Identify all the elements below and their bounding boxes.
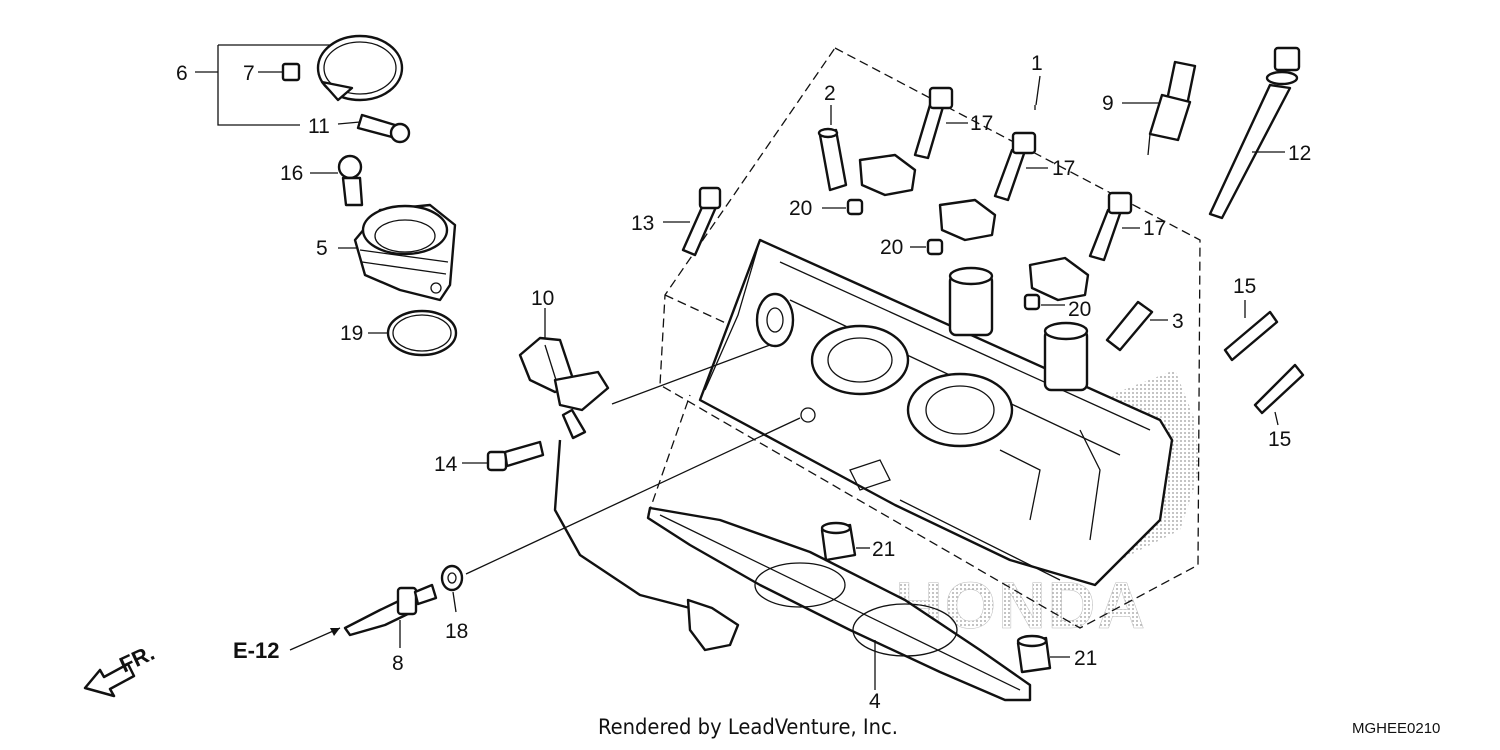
callout-1: 1 [1031, 52, 1043, 75]
dowels-21 [820, 521, 1070, 674]
rendered-by-text: Rendered by LeadVenture, Inc. [598, 715, 898, 739]
part-2-pin [817, 105, 848, 192]
dowels-20 [822, 198, 1065, 311]
diagram-code: MGHEE0210 [1352, 720, 1440, 737]
callout-labels: 1 2 3 4 5 6 7 8 9 10 11 12 13 14 15 15 1… [116, 52, 1312, 713]
sensor-harness-10 [518, 308, 740, 652]
studs-15 [1223, 300, 1305, 426]
washer-18 [440, 564, 464, 613]
intake-insulator-5 [338, 203, 457, 302]
callout-15b: 15 [1268, 428, 1291, 451]
bolt-13 [663, 186, 722, 257]
callout-19: 19 [340, 322, 363, 345]
footer: Rendered by LeadVenture, Inc. MGHEE0210 [598, 715, 1440, 739]
bolts-17 [913, 86, 1140, 262]
callout-17c: 17 [1143, 217, 1166, 240]
callout-17b: 17 [1052, 157, 1075, 180]
callout-9: 9 [1102, 92, 1114, 115]
assembly-outline [647, 47, 1201, 629]
callout-5: 5 [316, 237, 328, 260]
reference-label: E-12 [233, 638, 279, 663]
spark-plug-9 [1122, 60, 1197, 156]
callout-2: 2 [824, 82, 836, 105]
part-3-pin [1105, 300, 1168, 352]
callout-20b: 20 [880, 236, 903, 259]
callout-3: 3 [1172, 310, 1184, 333]
callout-10: 10 [531, 287, 554, 310]
callout-4: 4 [869, 690, 881, 713]
temperature-sensor-8 [343, 583, 438, 648]
reference-e12 [289, 627, 341, 651]
callout-14: 14 [434, 453, 458, 476]
o-ring-19 [368, 309, 458, 357]
callout-7: 7 [243, 62, 255, 85]
callout-11: 11 [308, 115, 330, 138]
callout-18: 18 [445, 620, 468, 643]
callout-20a: 20 [789, 197, 812, 220]
stud-bolt-12 [1208, 46, 1301, 220]
front-arrow-icon [83, 662, 136, 698]
callout-15a: 15 [1233, 275, 1256, 298]
callout-20c: 20 [1068, 298, 1091, 321]
leader-lines [465, 75, 1041, 575]
bolt-16 [310, 154, 364, 207]
callout-12: 12 [1288, 142, 1311, 165]
callout-17a: 17 [970, 112, 993, 135]
callout-13: 13 [631, 212, 654, 235]
callout-8: 8 [392, 652, 404, 675]
callout-21a: 21 [872, 538, 895, 561]
bolt-14 [462, 440, 545, 472]
callout-21b: 21 [1074, 647, 1097, 670]
cylinder-head [698, 238, 1174, 587]
rocker-cap-upper [858, 153, 1090, 302]
callout-16: 16 [280, 162, 303, 185]
callout-6: 6 [176, 62, 188, 85]
hose-clamp-group [195, 34, 411, 144]
